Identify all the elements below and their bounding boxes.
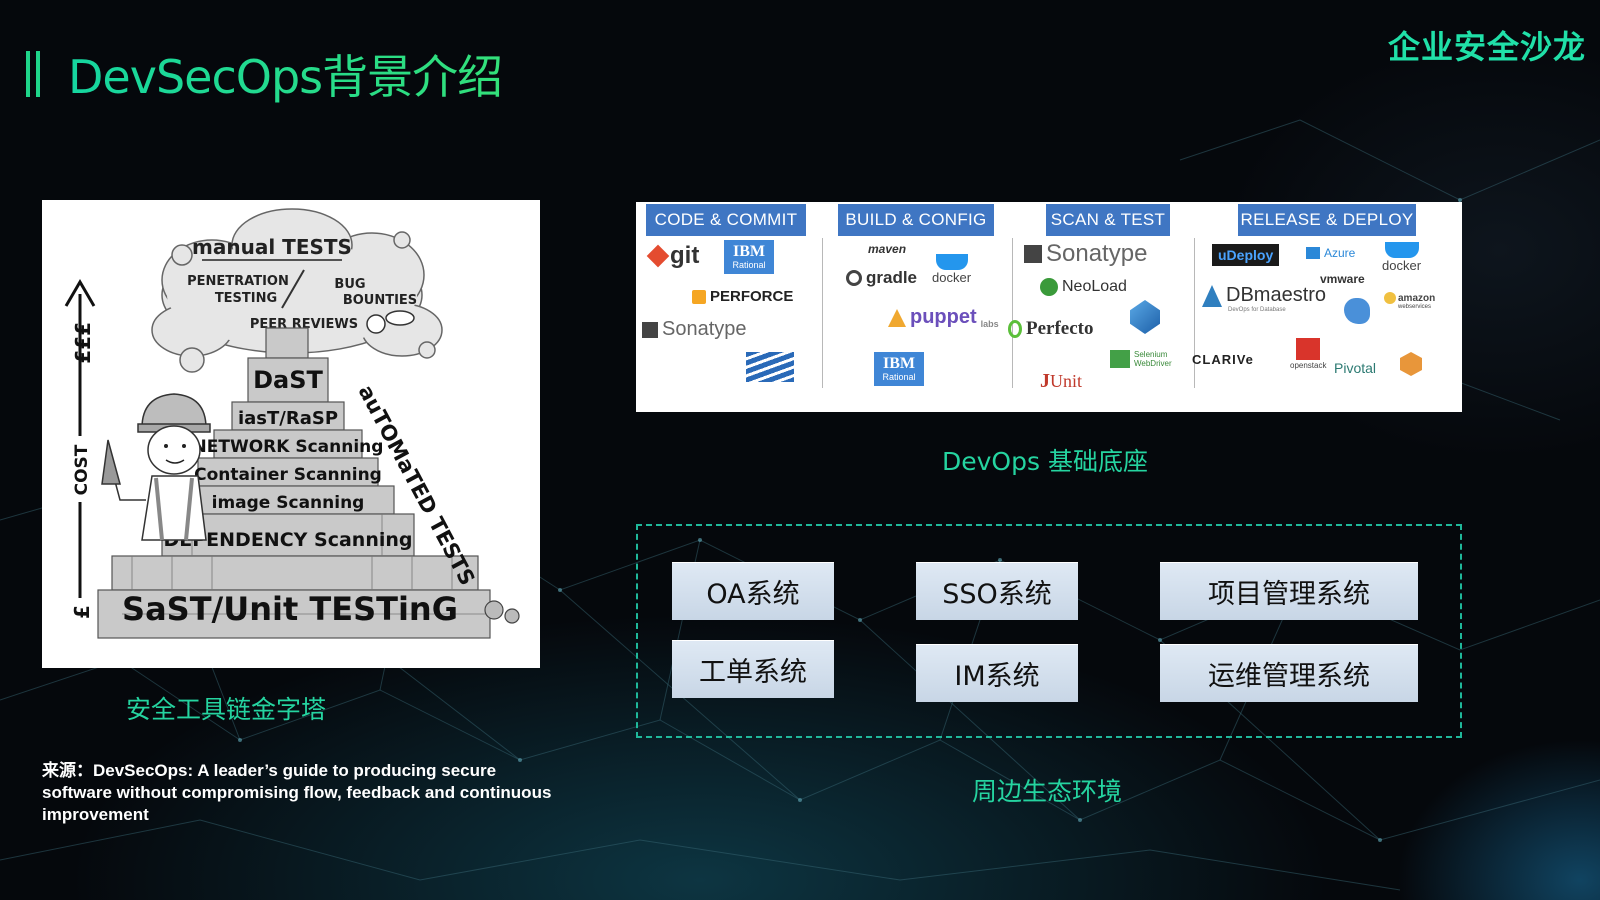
sonatype-icon — [1024, 245, 1042, 263]
selenium-icon — [1110, 350, 1130, 368]
sonatype-icon — [642, 321, 658, 338]
system-im: IM系统 — [916, 644, 1078, 702]
pyramid-caption: 安全工具链金字塔 — [126, 695, 327, 724]
udeploy-logo: uDeploy — [1212, 244, 1280, 266]
git-logo: git — [646, 242, 699, 270]
neoload-logo: NeoLoad — [1040, 278, 1127, 296]
pyramid-level: image Scanning — [212, 493, 365, 513]
ibm-rational-logo-2: IBM Rational — [874, 352, 924, 386]
cost-axis-label: COST — [72, 444, 92, 495]
perforce-logo: PERFORCE — [692, 288, 793, 305]
azure-logo: Azure — [1306, 246, 1355, 260]
stage-tab-build-config: BUILD & CONFIG — [838, 204, 994, 236]
dbmaestro-icon — [1202, 284, 1222, 307]
perfecto-icon — [1008, 320, 1022, 338]
gradle-icon — [846, 270, 862, 286]
vmware-logo: vmware — [1320, 272, 1365, 286]
docker-logo-2: docker — [1382, 242, 1421, 273]
git-icon — [646, 244, 670, 268]
docker-logo: docker — [932, 254, 971, 285]
system-ticket: 工单系统 — [672, 640, 834, 698]
ecosystem-caption: 周边生态环境 — [972, 777, 1123, 806]
perfecto-logo: Perfecto — [1008, 318, 1094, 340]
pyramid-drawing: manual TESTS PENETRATION TESTING BUG BOU… — [64, 208, 520, 639]
gradle-logo: gradle — [846, 268, 917, 288]
openstack-logo: openstack — [1290, 338, 1326, 370]
system-oa: OA系统 — [672, 562, 834, 620]
cloud-item: BUG — [334, 277, 365, 292]
junit-logo: J Unit — [1040, 370, 1083, 392]
column-divider — [822, 238, 823, 388]
cost-axis-low: £ — [70, 605, 94, 619]
pyramid-level: NETWORK Scanning — [193, 437, 384, 457]
pyramid-level: DEPENDENCY Scanning — [164, 529, 413, 551]
test-tool-icon — [1130, 300, 1160, 334]
devops-caption: DevOps 基础底座 — [942, 447, 1148, 476]
ibm-rational-logo: IBM Rational — [724, 240, 774, 274]
cloud-item: PENETRATION — [187, 274, 289, 289]
docker-icon — [935, 254, 968, 270]
dbmaestro-logo: DBmaestro DevOps for Database — [1202, 284, 1326, 313]
maven-logo: maven — [868, 242, 907, 256]
system-project-management: 项目管理系统 — [1160, 562, 1418, 620]
cost-axis-high: £££ — [71, 322, 95, 364]
stage-tab-scan-test: SCAN & TEST — [1046, 204, 1170, 236]
stripe-logo-icon — [746, 352, 794, 382]
amazon-web-services-logo: amazon webservices — [1384, 292, 1435, 310]
pyramid-illustration: manual TESTS PENETRATION TESTING BUG BOU… — [42, 200, 540, 668]
sonatype-logo-2: Sonatype — [1024, 240, 1147, 268]
pyramid-level: Container Scanning — [194, 465, 382, 485]
stage-tab-code-commit: CODE & COMMIT — [646, 204, 806, 236]
brand-label: 企业安全沙龙 — [1387, 28, 1586, 66]
selenium-logo: Selenium WebDriver — [1110, 350, 1176, 368]
cloud-item: BOUNTIES — [343, 293, 417, 308]
system-sso: SSO系统 — [916, 562, 1078, 620]
puppet-logo: puppet labs — [888, 306, 999, 329]
cloud-item: TESTING — [215, 291, 277, 306]
openstack-icon — [1296, 338, 1321, 360]
hexagon-tool-icon — [1400, 352, 1422, 376]
clarive-logo: CLARIVe — [1192, 352, 1254, 367]
neoload-icon — [1040, 278, 1058, 296]
azure-icon — [1306, 247, 1320, 259]
devops-tools-panel: CODE & COMMIT BUILD & CONFIG SCAN & TEST… — [636, 202, 1462, 412]
title-bar: DevSecOps背景介绍 — [26, 50, 503, 104]
stage-tab-release-deploy: RELEASE & DEPLOY — [1238, 204, 1416, 236]
pivotal-logo: Pivotal — [1334, 360, 1377, 376]
page-title: DevSecOps背景介绍 — [68, 41, 503, 107]
puppet-icon — [888, 308, 906, 327]
perforce-icon — [692, 289, 706, 304]
amazon-icon — [1384, 292, 1396, 304]
title-marker-icon — [26, 51, 40, 97]
pyramid-level: DaST — [253, 366, 323, 394]
system-ops-management: 运维管理系统 — [1160, 644, 1418, 702]
column-divider — [1194, 238, 1195, 388]
cloud-service-icon — [1344, 298, 1370, 324]
sonatype-logo: Sonatype — [642, 318, 747, 341]
ecosystem-box: OA系统 SSO系统 项目管理系统 工单系统 IM系统 运维管理系统 — [636, 524, 1462, 738]
docker-icon — [1384, 242, 1419, 258]
source-note: 来源：DevSecOps: A leader’s guide to produc… — [42, 761, 552, 824]
column-divider — [1012, 238, 1013, 388]
pyramid-level: iasT/RaSP — [238, 408, 338, 429]
cloud-title: manual TESTS — [192, 235, 352, 259]
pyramid-level: SaST/Unit TESTinG — [122, 590, 458, 628]
